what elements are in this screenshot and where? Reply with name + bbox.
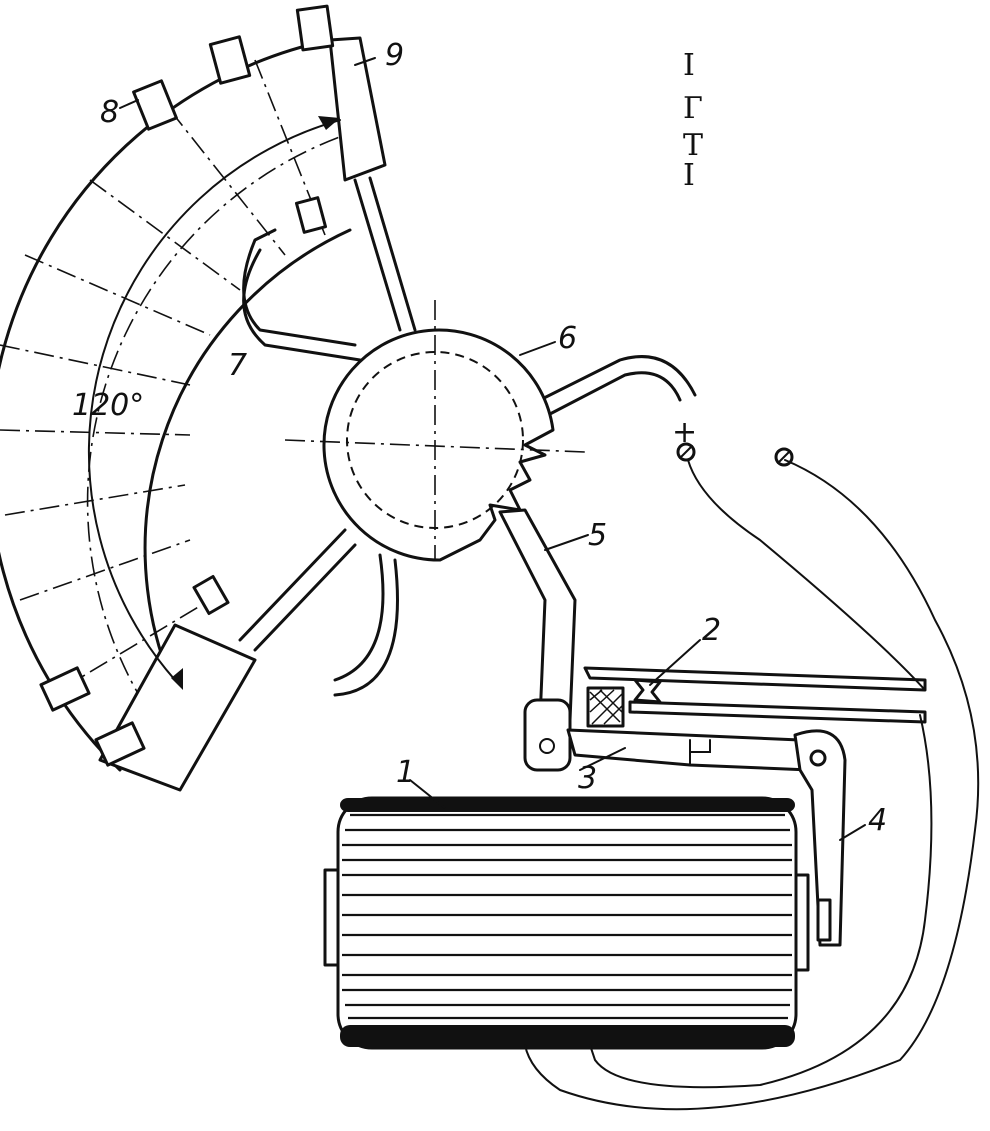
- label-ratchet-wheel: 6: [558, 321, 577, 356]
- dial-mid-arc: [86, 134, 346, 736]
- scale-mark-2: Г: [683, 91, 703, 126]
- coil-body: [336, 796, 798, 1050]
- dial-outer-arc: [0, 38, 332, 772]
- label-coil: 1: [396, 755, 415, 790]
- dial-arrow-head-down: [171, 668, 183, 690]
- label-dial: 7: [228, 348, 247, 383]
- coil-base-shadow: [340, 1025, 795, 1047]
- wire-contact-to-coil: [589, 714, 933, 1089]
- leader-lines: [119, 57, 866, 841]
- pin-6: [294, 196, 328, 234]
- spoke-upper-a: [353, 178, 402, 332]
- coil: [323, 796, 810, 1050]
- spokes: [238, 176, 697, 697]
- dial-arrow-path: [87, 119, 341, 681]
- pawl: [498, 508, 577, 772]
- spoke-lower-a: [333, 553, 385, 682]
- pin-2: [208, 35, 252, 85]
- pins: [39, 4, 335, 767]
- contacts: [583, 666, 927, 728]
- wiring: [524, 442, 980, 1111]
- lower-contact-spring: [628, 700, 927, 724]
- label-pin: 8: [100, 95, 119, 130]
- label-pawl: 5: [588, 518, 607, 553]
- pin-5: [94, 721, 146, 767]
- pawl-pivot: [539, 738, 555, 754]
- label-angle: 120°: [72, 388, 144, 423]
- pin-4: [39, 666, 91, 712]
- insulator-hatch: [589, 689, 623, 725]
- scale-mark-3: Т: [683, 128, 703, 163]
- dial-upper-cap: [328, 36, 387, 182]
- spoke-upper-b: [368, 176, 417, 332]
- ratchet-outline: [322, 328, 555, 562]
- spring-lever: [793, 729, 847, 947]
- armature-step: [689, 739, 711, 766]
- scale-mark-1: I: [683, 48, 695, 83]
- terminal-plus: [676, 442, 696, 462]
- pin-7: [192, 575, 230, 615]
- label-spring-lever: 4: [868, 803, 887, 838]
- spoke-right-b: [546, 371, 682, 417]
- dial-lower-cap: [98, 623, 257, 792]
- pawl-pivot-block: [523, 698, 572, 772]
- pin-1: [132, 79, 178, 131]
- spoke-right-a: [538, 355, 697, 402]
- dial-radial-lines: [0, 59, 326, 691]
- armature: [566, 728, 847, 947]
- wire-minus-to-coil: [524, 459, 980, 1111]
- terminal-minus: [774, 447, 794, 467]
- label-sector: 9: [385, 38, 404, 73]
- contact-points: [633, 678, 662, 704]
- spoke-lower-left-b: [253, 543, 357, 652]
- lever-pivot: [809, 749, 827, 767]
- pawl-arm: [498, 508, 577, 722]
- spoke-upper-left-b: [242, 248, 362, 362]
- dial-arrow-head-up: [318, 116, 340, 130]
- spoke-lower-b: [333, 558, 399, 697]
- label-terminal-plus: +: [672, 415, 697, 450]
- scale-mark-4: Ⅰ: [683, 158, 695, 193]
- ratchet-wheel: [284, 300, 586, 562]
- spoke-lower-left-a: [238, 528, 347, 642]
- dial-inner-arc: [143, 228, 352, 722]
- coil-top-shadow: [340, 798, 795, 812]
- label-armature: 3: [578, 761, 597, 796]
- wire-plus-to-contact: [687, 459, 926, 691]
- pin-3: [295, 4, 335, 52]
- label-contacts: 2: [702, 613, 721, 648]
- lever-foot: [816, 898, 832, 942]
